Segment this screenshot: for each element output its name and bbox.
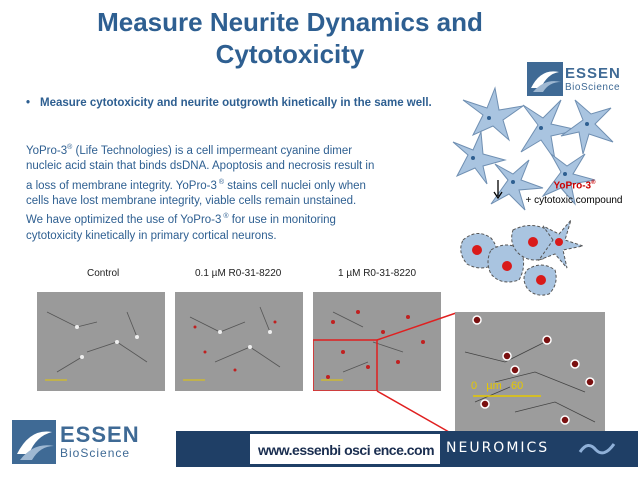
neuron-diagram [452, 86, 614, 296]
para-text: YoPro-3 [26, 144, 68, 157]
essen-logo-icon [527, 62, 563, 96]
logo-bottom-word: ESSEN [60, 422, 140, 447]
title-line-2: Cytotoxicity [215, 39, 365, 69]
neuromics-wave-icon [578, 443, 616, 455]
footer-url[interactable]: www.essenbi osci ence.com [258, 442, 435, 458]
para-text: nucleic acid stain that binds dsDNA. Apo… [26, 160, 375, 173]
logo-word: ESSEN [565, 65, 621, 82]
essen-logo-bottom-icon [12, 420, 56, 464]
yopro-label-text: YoPro-3 [553, 180, 592, 192]
logo-sub: BioScience [565, 82, 621, 93]
bullet-point: Measure cytotoxicity and neurite outgrow… [26, 96, 435, 111]
caption-high-dose: 1 µM R0-31-8220 [338, 268, 417, 279]
cytotoxic-compound-label: + cytotoxic compound [525, 195, 623, 206]
neuromics-logo: NEUROMICS [442, 436, 618, 460]
title-line-1: Measure Neurite Dynamics and [97, 7, 483, 37]
para-text: cytotoxicity kinetically in primary cort… [26, 229, 277, 242]
description-paragraph: YoPro-3® (Life Technologies) is a cell i… [26, 140, 426, 244]
registered-mark: ® [67, 144, 73, 151]
essen-logo-bottom: ESSEN BioScience [10, 416, 170, 471]
micrograph-control [37, 292, 165, 391]
para-text: (Life Technologies) is a cell impermeant… [72, 144, 353, 157]
slide-title: Measure Neurite Dynamics and Cytotoxicit… [60, 6, 520, 70]
registered-mark: ® [221, 213, 229, 221]
yopro-registered-mark: ® [591, 180, 596, 186]
logo-bottom-sub: BioScience [60, 446, 131, 460]
scale-bar-label: 0 µm 60 [471, 380, 551, 394]
url-background [250, 434, 440, 464]
para-text: cells have lost membrane integrity, viab… [26, 194, 357, 207]
scale-bar-zero: 0 [471, 380, 478, 392]
para-text: a loss of membrane integrity. YoPro-3 [26, 179, 217, 192]
essen-logo-top: ESSEN BioScience [527, 60, 632, 100]
micrograph-zoom: 0 µm 60 [455, 312, 605, 436]
scale-bar-value: 60 [510, 380, 524, 392]
micrograph-low-dose [175, 292, 303, 391]
micrograph-high-dose [313, 292, 441, 391]
caption-control: Control [87, 268, 120, 279]
registered-mark: ® [216, 178, 225, 186]
neuromics-word: NEUROMICS [446, 440, 550, 456]
caption-low-dose: 0.1 µM R0-31-8220 [195, 268, 282, 279]
yopro-label: YoPro-3® [517, 180, 632, 191]
para-text: We have optimized the use of YoPro-3 [26, 214, 222, 227]
scale-bar-unit: µm [486, 380, 502, 392]
para-text: stains cell nuclei only when [224, 179, 366, 192]
para-text: for use in monitoring [228, 214, 336, 227]
